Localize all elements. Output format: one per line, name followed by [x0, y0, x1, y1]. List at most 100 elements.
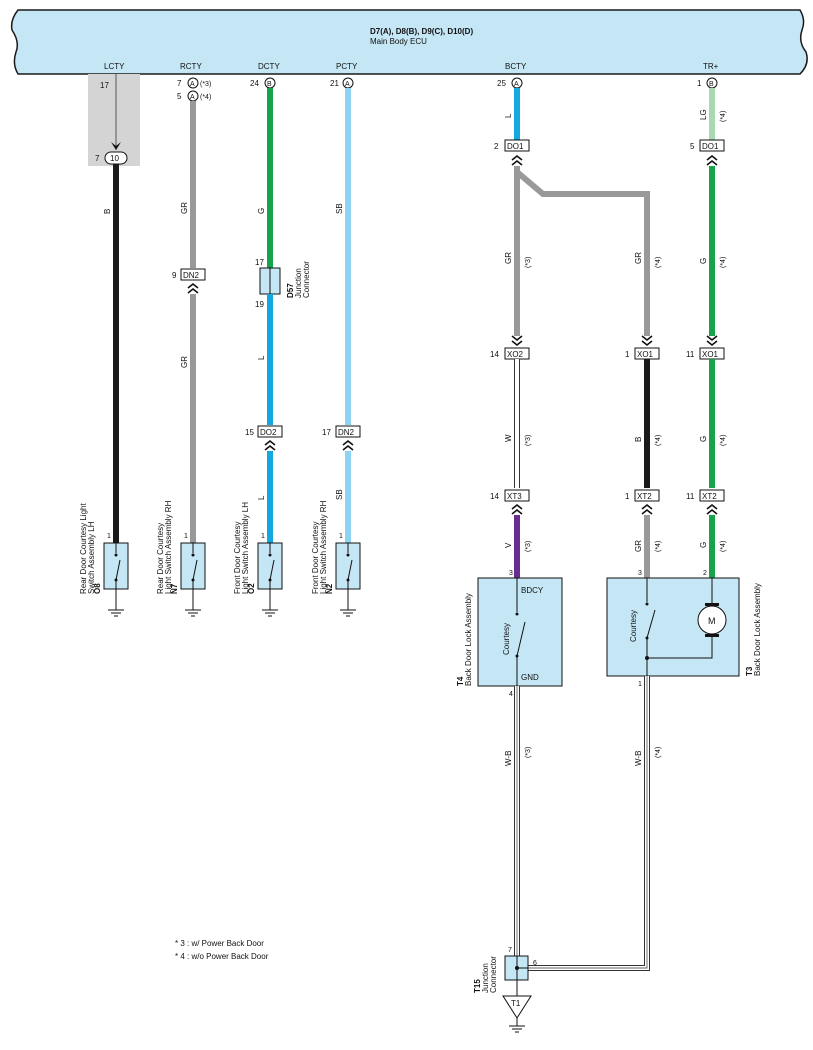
ground-t1-label: T1: [511, 999, 521, 1008]
t4-label-bot: GND: [521, 673, 539, 682]
switch-o2-id: O2: [247, 583, 256, 594]
wire-gr4-color: GR: [634, 252, 643, 264]
t15-pin-a: 7: [508, 947, 512, 954]
conn-do2: [257, 425, 283, 438]
conn-xo2-pin: 14: [490, 350, 499, 359]
legend-3: * 3 : w/ Power Back Door: [175, 939, 264, 948]
ground-t1: [502, 995, 532, 1019]
t3-pin-a: 3: [638, 570, 642, 577]
conn-xt3: [504, 489, 530, 502]
switch-o2-line2: Light Switch Assembly LH: [241, 502, 250, 594]
bcty-pin: 25: [497, 79, 506, 88]
lcty-pin: 17: [100, 81, 109, 90]
wire-wb4: [528, 676, 650, 971]
t4-pin-top: 3: [509, 570, 513, 577]
wire-g4b-color: G: [699, 436, 708, 442]
wire-rcty-2-color: GR: [180, 356, 189, 368]
conn-dn2-p-pin: 17: [322, 428, 331, 437]
conn-xt2-a-label: XT2: [637, 492, 652, 501]
rcty-conn2-label: A: [190, 94, 195, 101]
switch-n7: [180, 542, 206, 617]
wire-bcty-gr4: [515, 169, 650, 336]
legend-4: * 4 : w/o Power Back Door: [175, 952, 269, 961]
switch-o8-line2: Switch Assembly LH: [87, 521, 96, 594]
wire-g4c-note: (*4): [720, 541, 727, 552]
t15-name2: Connector: [489, 956, 498, 993]
lcty-arrow: [111, 142, 121, 150]
rcty-conn1-label: A: [190, 81, 195, 88]
terminal-trp: TR+: [703, 62, 719, 71]
t3-name: Back Door Lock Assembly: [753, 583, 762, 676]
dcty-pin: 24: [250, 79, 259, 88]
conn-dn2-p-label: DN2: [338, 428, 355, 437]
wire-gr3-note: (*3): [525, 257, 532, 268]
switch-n2-id: N2: [325, 583, 334, 594]
t3-pin-b: 2: [703, 570, 707, 577]
d57-pin-top: 17: [255, 258, 264, 267]
rcty-conn1: [187, 77, 199, 89]
n7-pin: 1: [184, 533, 188, 540]
wire-b4-color: B: [634, 437, 643, 442]
conn-dn2-r: [180, 268, 206, 281]
conn-do1-a-label: DO1: [507, 142, 524, 151]
n2-pin: 1: [339, 533, 343, 540]
switch-n2-line2: Light Switch Assembly RH: [319, 500, 328, 594]
trp-conn-label: B: [709, 81, 714, 88]
t4-box: [477, 577, 563, 687]
d57-name1: Junction: [294, 268, 303, 298]
conn-xo1-a-label: XO1: [637, 350, 654, 359]
t4-switch-label: Courtesy: [502, 623, 511, 655]
wire-wb3-color: W-B: [504, 751, 513, 766]
wire-pcty-1-color: SB: [335, 203, 344, 214]
conn-xo1-b-pin: 11: [686, 350, 695, 359]
t15-id: T15: [473, 979, 482, 993]
wire-rcty-1-color: GR: [180, 202, 189, 214]
switch-n7-id: N7: [170, 583, 179, 594]
wire-dcty-2-color: L: [257, 355, 266, 360]
o2-pin: 1: [261, 533, 265, 540]
trp-pin: 1: [697, 79, 702, 88]
d57-pin-bot: 19: [255, 300, 264, 309]
conn-xt2-b-label: XT2: [702, 492, 717, 501]
wire-w3-note: (*3): [525, 435, 532, 446]
switch-o2: [257, 542, 283, 617]
conn-xo1-b-label: XO1: [702, 350, 719, 359]
wire-gr4b-color: GR: [634, 540, 643, 552]
wire-pcty-2-color: SB: [335, 489, 344, 500]
wire-gr3-color: GR: [504, 252, 513, 264]
lcty-shade: [88, 74, 140, 166]
dcty-conn-label: B: [267, 81, 272, 88]
pcty-conn-label: A: [345, 81, 350, 88]
switch-o2-line1: Front Door Courtesy: [233, 522, 242, 594]
conn-do2-label: DO2: [260, 428, 277, 437]
terminal-bcty: BCTY: [505, 62, 527, 71]
switch-n2-line1: Front Door Courtesy: [311, 522, 320, 594]
wire-wb4-note: (*4): [655, 747, 662, 758]
t4-id: T4: [456, 676, 465, 686]
conn-dn2-p: [335, 425, 361, 438]
conn-xt3-pin: 14: [490, 492, 499, 501]
switch-o8-id: O8: [93, 583, 102, 594]
wire-lg4-color: LG: [699, 109, 708, 120]
ecu-connectors: D7(A), D8(B), D9(C), D10(D): [370, 27, 473, 36]
wire-wb4-color: W-B: [634, 751, 643, 766]
conn-do2-pin: 15: [245, 428, 254, 437]
conn-do1-a: [504, 139, 530, 152]
wire-v3-note: (*3): [525, 541, 532, 552]
t3-id: T3: [745, 666, 754, 676]
switch-n7-line1: Rear Door Courtesy: [156, 523, 165, 594]
wire-bcty-color: L: [504, 113, 513, 118]
rcty-pin2: 5: [177, 92, 182, 101]
wire-w3-color: W: [504, 434, 513, 442]
conn-xo2-label: XO2: [507, 350, 524, 359]
ecu-name: Main Body ECU: [370, 37, 427, 46]
switch-o8: [103, 542, 129, 617]
wire-dcty-3-color: L: [257, 495, 266, 500]
t3-switch-label: Courtesy: [629, 610, 638, 642]
conn-xt2-b: [699, 489, 725, 502]
t4-name: Back Door Lock Assembly: [464, 593, 473, 686]
wire-g4a-note: (*4): [720, 257, 727, 268]
t4-pin-bot: 4: [509, 691, 513, 698]
wire-b4-note: (*4): [655, 435, 662, 446]
terminal-rcty: RCTY: [180, 62, 202, 71]
